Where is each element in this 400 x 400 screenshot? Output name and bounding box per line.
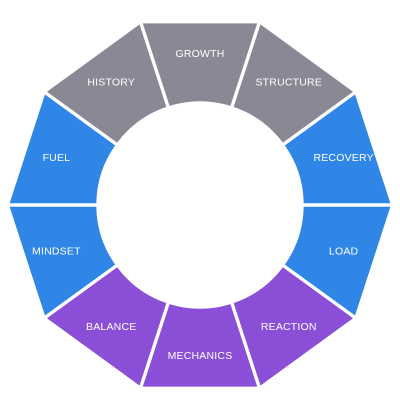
segment-shape <box>285 94 391 204</box>
segment-history: HISTORY <box>47 24 167 143</box>
segment-label: BALANCE <box>86 321 136 333</box>
segment-structure: STRUCTURE <box>233 24 353 143</box>
segment-label: MINDSET <box>32 245 81 257</box>
segment-shape <box>47 24 167 143</box>
segment-label: HISTORY <box>87 77 135 89</box>
segment-label: FUEL <box>43 152 71 164</box>
segment-shape <box>142 23 258 106</box>
segment-shape <box>47 267 167 386</box>
segment-shape <box>142 304 258 387</box>
segment-reaction: REACTION <box>233 267 353 386</box>
segment-label: RECOVERY <box>313 152 373 164</box>
segment-mindset: MINDSET <box>9 206 115 316</box>
segment-label: REACTION <box>261 321 317 333</box>
segment-shape <box>9 94 115 204</box>
segment-mechanics: MECHANICS <box>142 304 258 387</box>
segment-shape <box>285 206 391 316</box>
segment-growth: GROWTH <box>142 23 258 106</box>
segment-label: LOAD <box>329 245 359 257</box>
segment-label: GROWTH <box>175 48 224 60</box>
segment-shape <box>9 206 115 316</box>
segment-load: LOAD <box>285 206 391 316</box>
segment-fuel: FUEL <box>9 94 115 204</box>
segment-balance: BALANCE <box>47 267 167 386</box>
segment-recovery: RECOVERY <box>285 94 391 204</box>
segment-shape <box>233 267 353 386</box>
segment-label: MECHANICS <box>168 350 233 362</box>
segment-label: STRUCTURE <box>255 77 322 89</box>
segment-shape <box>233 24 353 143</box>
